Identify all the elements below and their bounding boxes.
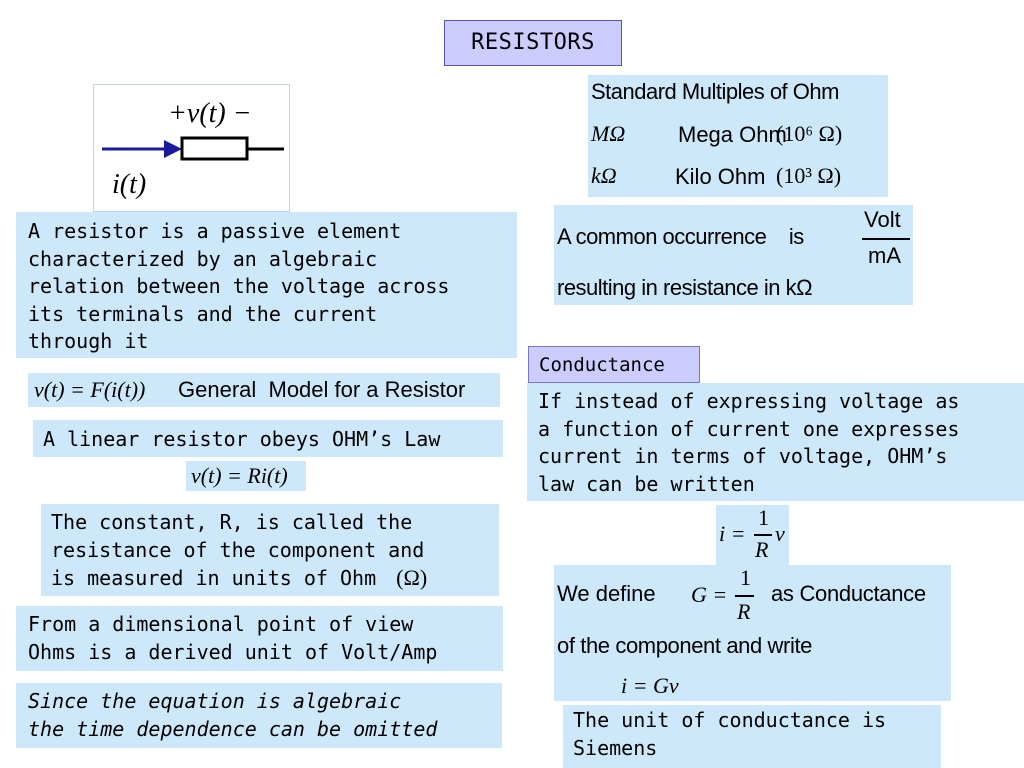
general-model-equation: v(t) = F(i(t)) xyxy=(34,377,146,402)
conductance-explanation: If instead of expressing voltage as a fu… xyxy=(527,383,1024,501)
definition-line: relation between the voltage across xyxy=(28,274,450,298)
dimensional-line: Ohms is a derived unit of Volt/Amp xyxy=(28,639,438,664)
conductance-line: If instead of expressing voltage as xyxy=(538,389,960,413)
constant-line: The constant, R, is called the xyxy=(51,510,413,534)
ohms-law-text: A linear resistor obeys OHM’s Law xyxy=(43,427,441,451)
eq-rhs: v xyxy=(775,521,785,546)
ohm-symbol: (Ω) xyxy=(396,565,428,590)
resistor-definition: A resistor is a passive element characte… xyxy=(16,212,517,358)
ohm-multiples-table: Standard Multiples of Ohm MΩ Mega Ohm (1… xyxy=(588,75,888,197)
fraction-numerator: Volt xyxy=(864,207,901,232)
conductance-equation: i = 1 R v xyxy=(716,505,789,567)
definition-line: through it xyxy=(28,329,149,353)
ohms-law-statement: A linear resistor obeys OHM’s Law xyxy=(33,420,503,457)
conductance-line: law can be written xyxy=(538,471,755,496)
eq-lhs: i = xyxy=(719,521,746,546)
general-model: v(t) = F(i(t)) General Model for a Resis… xyxy=(28,373,500,407)
ohms-law-equation: v(t) = Ri(t) xyxy=(186,461,306,491)
conductance-heading: Conductance xyxy=(528,346,700,383)
dimensional-note: From a dimensional point of view Ohms is… xyxy=(16,606,503,671)
fraction-denominator: mA xyxy=(868,243,901,268)
dimensional-line: From a dimensional point of view xyxy=(28,612,414,636)
fraction-bar xyxy=(862,238,910,240)
eq-numerator: 1 xyxy=(758,505,769,530)
constant-line-text: is measured in units of Ohm xyxy=(51,566,377,590)
siemens-line: The unit of conductance is xyxy=(573,708,887,732)
conductance-line: a function of current one expresses xyxy=(538,416,960,441)
occurrence-result: resulting in resistance in kΩ xyxy=(557,275,813,300)
definition-line: characterized by an algebraic xyxy=(28,246,378,271)
current-label: i(t) xyxy=(112,169,146,200)
voltage-label: +v(t) − xyxy=(168,98,252,129)
define-eq-lhs: G = xyxy=(691,582,728,607)
algebraic-line: Since the equation is algebraic xyxy=(28,689,402,713)
occurrence-text: A common occurrence is xyxy=(557,224,804,249)
define-eq2: i = Gv xyxy=(621,673,679,698)
resistance-constant: The constant, R, is called the resistanc… xyxy=(41,504,499,596)
mega-name: Mega Ohm xyxy=(678,122,787,147)
define-prefix: We define xyxy=(557,581,656,606)
multiples-header: Standard Multiples of Ohm xyxy=(591,79,839,104)
eq-denominator: R xyxy=(755,537,769,562)
siemens-line: Siemens xyxy=(573,735,658,760)
conductance-line: current in terms of voltage, OHM’s xyxy=(538,444,948,468)
algebraic-line: the time dependence can be omitted xyxy=(28,716,438,741)
constant-line: resistance of the component and xyxy=(51,537,425,562)
define-numerator: 1 xyxy=(740,565,751,590)
algebraic-note: Since the equation is algebraic the time… xyxy=(16,683,502,748)
definition-line: its terminals and the current xyxy=(28,301,378,326)
siemens-note: The unit of conductance is Siemens xyxy=(563,705,941,768)
define-line2: of the component and write xyxy=(557,633,812,658)
ohms-law-equation-text: v(t) = Ri(t) xyxy=(191,463,288,488)
current-arrow xyxy=(164,140,182,158)
common-occurrence: A common occurrence is Volt mA resulting… xyxy=(554,205,913,305)
mega-symbol: MΩ xyxy=(591,121,626,146)
page-title: RESISTORS xyxy=(444,20,622,66)
constant-line: is measured in units of Ohm (Ω) xyxy=(51,564,499,593)
kilo-symbol: kΩ xyxy=(591,163,617,188)
mega-value: (10⁶ Ω) xyxy=(776,121,843,146)
kilo-name: Kilo Ohm xyxy=(675,164,766,189)
define-denominator: R xyxy=(737,599,751,624)
define-fraction-bar xyxy=(735,595,754,597)
eq-fraction-bar xyxy=(754,534,772,536)
resistor-symbol xyxy=(180,136,249,161)
define-conductance: We define G = 1 R as Conductance of the … xyxy=(554,565,951,701)
definition-line: A resistor is a passive element xyxy=(28,219,402,243)
define-suffix: as Conductance xyxy=(771,581,926,606)
kilo-value: (10³ Ω) xyxy=(776,163,842,188)
general-model-text: General Model for a Resistor xyxy=(178,377,466,402)
resistor-circuit-diagram: +v(t) − i(t) xyxy=(93,84,290,212)
